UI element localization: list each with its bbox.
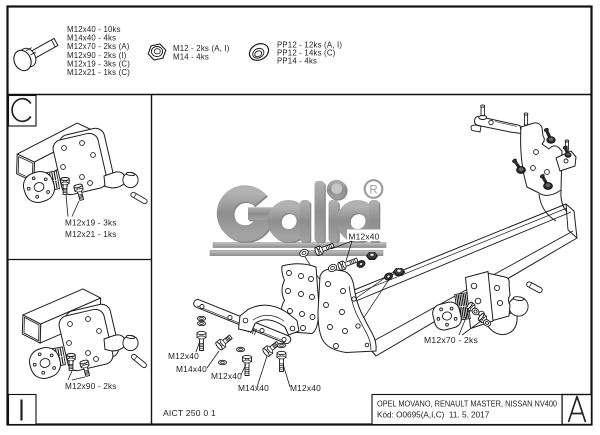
svg-text:PP14 - 4ks: PP14 - 4ks	[277, 57, 317, 66]
svg-text:M12x70 - 2ks (A): M12x70 - 2ks (A)	[67, 42, 130, 51]
svg-text:M12x40: M12x40	[211, 371, 242, 381]
svg-text:OPEL MOVANO, RENAULT MASTER, N: OPEL MOVANO, RENAULT MASTER, NISSAN NV40…	[377, 400, 557, 409]
svg-text:M12x90 - 2ks: M12x90 - 2ks	[65, 382, 117, 391]
svg-text:M12x40 - 10ks: M12x40 - 10ks	[67, 25, 121, 34]
svg-text:Kód: O0695(A,I,C) 11. 5. 2017: Kód: O0695(A,I,C) 11. 5. 2017	[377, 411, 490, 420]
svg-text:M14x40: M14x40	[238, 383, 269, 393]
svg-text:M12x19 - 3ks (C): M12x19 - 3ks (C)	[67, 59, 130, 68]
svg-text:M12x90 - 2ks (I): M12x90 - 2ks (I)	[67, 51, 127, 60]
svg-text:M12x70 - 2ks: M12x70 - 2ks	[424, 335, 478, 345]
svg-text:M14x40 - 4ks: M14x40 - 4ks	[67, 33, 116, 42]
svg-text:M12x40: M12x40	[349, 232, 380, 242]
svg-text:M12x21 - 1ks (C): M12x21 - 1ks (C)	[67, 68, 130, 77]
svg-text:AICT 250 0 1: AICT 250 0 1	[163, 408, 216, 418]
svg-text:M14x40: M14x40	[176, 364, 207, 374]
svg-text:M12x21 - 1ks: M12x21 - 1ks	[65, 230, 117, 239]
svg-text:M12x40: M12x40	[290, 383, 321, 393]
svg-text:R: R	[369, 184, 377, 196]
svg-text:M12 - 2ks (A, I): M12 - 2ks (A, I)	[173, 44, 230, 53]
svg-text:PP12 - 12ks (A, I): PP12 - 12ks (A, I)	[277, 40, 342, 49]
svg-text:M14 - 4ks: M14 - 4ks	[173, 53, 209, 62]
svg-text:M12x40: M12x40	[168, 351, 199, 361]
svg-text:M12x19 - 3ks: M12x19 - 3ks	[65, 219, 117, 228]
svg-text:PP12 - 14ks (C): PP12 - 14ks (C)	[277, 49, 336, 58]
